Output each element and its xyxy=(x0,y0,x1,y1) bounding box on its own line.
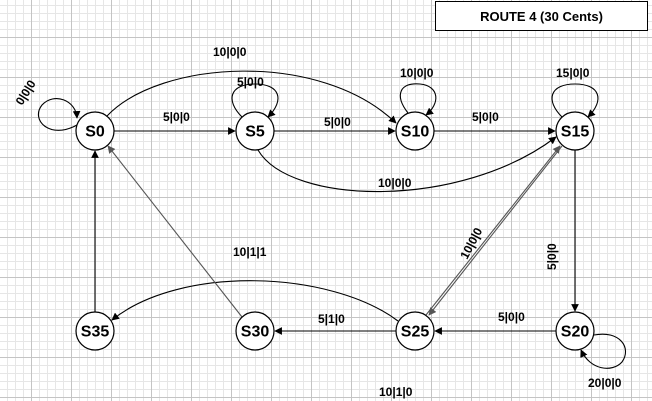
transition-label-s10-to-s10: 10|0|0 xyxy=(400,66,434,80)
transition-s15-to-s25 xyxy=(428,145,563,316)
transition-label-s25-to-s35: 10|1|1 xyxy=(233,245,267,259)
transition-s25-to-s15 xyxy=(425,145,561,316)
transition-label-s5-to-s10: 5|0|0 xyxy=(324,115,351,129)
state-node-s25: S25 xyxy=(395,311,435,351)
state-node-s35: S35 xyxy=(75,311,115,351)
state-node-s30: S30 xyxy=(235,311,275,351)
state-node-s15: S15 xyxy=(555,111,595,151)
diagram-title: ROUTE 4 (30 Cents) xyxy=(435,1,648,31)
transition-label-s0-to-s5: 5|0|0 xyxy=(163,110,190,124)
transition-label-s20-to-s20: 20|0|0 xyxy=(588,376,622,390)
state-label: S20 xyxy=(561,324,590,341)
transition-s20-to-s20 xyxy=(580,333,627,369)
extra-transition-label: 10|1|0 xyxy=(379,385,413,399)
transition-label-s10-to-s15: 5|0|0 xyxy=(472,110,499,124)
state-circle xyxy=(395,311,435,351)
state-node-s0: S0 xyxy=(75,111,115,151)
transition-label-s5-to-s15: 10|0|0 xyxy=(378,176,412,190)
state-circle xyxy=(235,111,275,151)
state-node-s20: S20 xyxy=(555,311,595,351)
transition-label-s0-to-s0: 0|0|0 xyxy=(13,77,39,107)
transition-label-s0-to-s10: 10|0|0 xyxy=(213,45,247,59)
state-node-s5: S5 xyxy=(235,111,275,151)
transition-s0-to-s0 xyxy=(37,98,81,131)
state-label: S15 xyxy=(561,124,590,141)
state-circle xyxy=(395,111,435,151)
transition-s15-to-s15 xyxy=(551,83,599,118)
transition-label-s15-to-s15: 15|0|0 xyxy=(556,66,590,80)
transition-s25-to-s35 xyxy=(111,280,399,322)
state-circle xyxy=(75,311,115,351)
state-circle xyxy=(75,111,115,151)
state-label: S30 xyxy=(241,324,270,341)
transition-label-s25-to-s30: 5|1|0 xyxy=(318,312,345,326)
state-circle xyxy=(235,311,275,351)
state-label: S35 xyxy=(81,324,110,341)
state-label: S5 xyxy=(245,124,265,141)
transition-label-s5-to-s5: 5|0|0 xyxy=(237,75,264,89)
transition-label-s15-to-s20: 5|0|0 xyxy=(545,243,559,270)
state-circle xyxy=(555,311,595,351)
state-circle xyxy=(555,111,595,151)
transition-s5-to-s15 xyxy=(257,136,557,193)
transition-label-s15-to-s25: 10|0|0 xyxy=(457,225,485,261)
transition-s5-to-s5 xyxy=(231,83,279,118)
transition-s30-to-s0 xyxy=(107,145,243,318)
state-label: S0 xyxy=(85,124,105,141)
state-node-s10: S10 xyxy=(395,111,435,151)
state-label: S25 xyxy=(401,324,430,341)
transition-s0-to-s10 xyxy=(106,70,397,124)
transition-label-s20-to-s25: 5|0|0 xyxy=(498,310,525,324)
transition-s10-to-s10 xyxy=(399,83,437,116)
state-label: S10 xyxy=(401,124,430,141)
